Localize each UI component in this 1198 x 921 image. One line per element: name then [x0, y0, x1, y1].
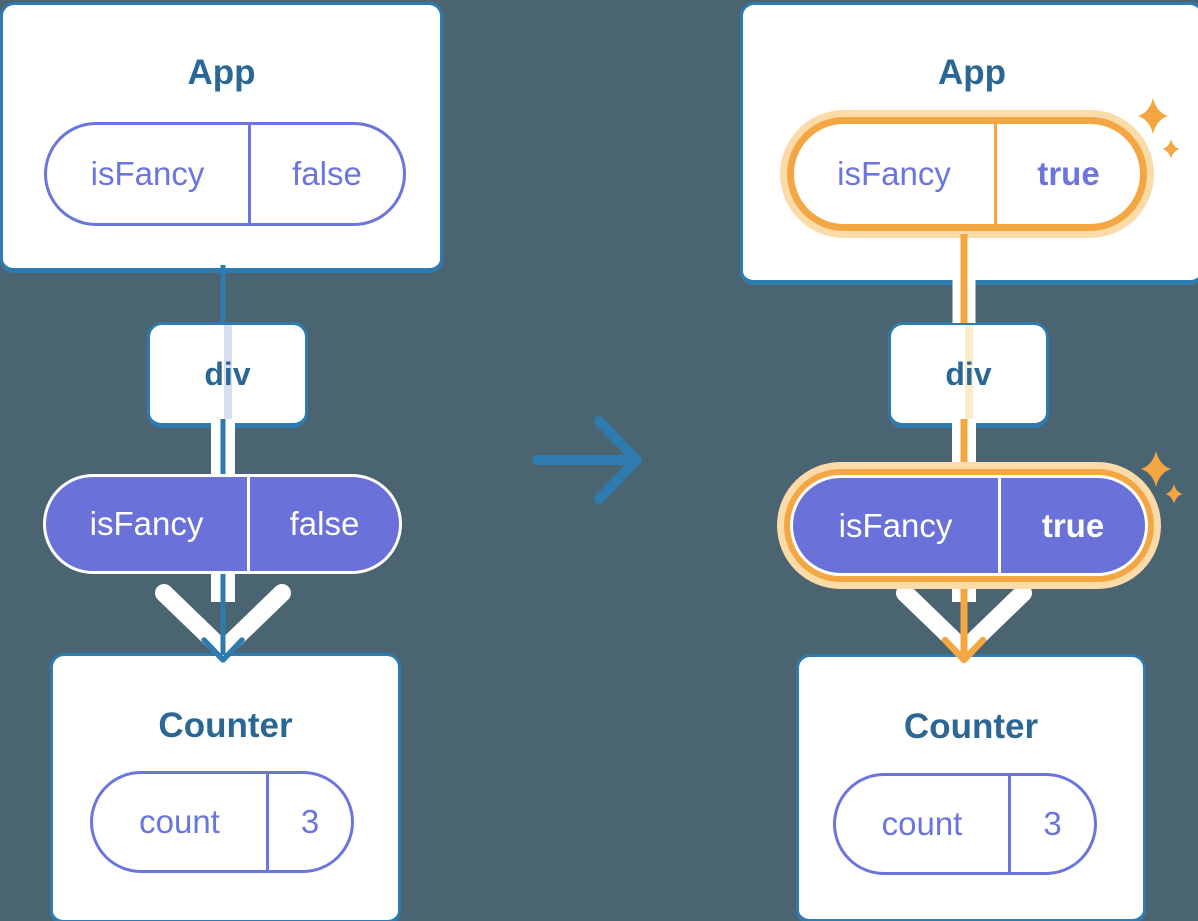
- prop-pill-isfancy-highlighted: isFancy true: [790, 475, 1148, 576]
- prop-value: false: [289, 505, 360, 542]
- pill-divider: [266, 774, 269, 870]
- div-node-card: div: [888, 322, 1049, 428]
- sparkle-icon: [1165, 484, 1183, 504]
- div-node-card: div: [147, 322, 308, 428]
- prop-name: isFancy: [838, 506, 953, 544]
- prop-name: isFancy: [89, 505, 204, 542]
- state-name: count: [139, 803, 220, 840]
- state-pill-count: count 3: [833, 773, 1097, 875]
- chevron-down-arrow-icon: [155, 584, 291, 659]
- state-name: isFancy: [837, 155, 951, 192]
- component-title: App: [937, 53, 1007, 92]
- state-value: false: [292, 155, 362, 192]
- state-value: 3: [1043, 805, 1062, 842]
- component-title: Counter: [903, 707, 1039, 746]
- prop-value: true: [1041, 506, 1105, 544]
- state-value: 3: [300, 803, 320, 840]
- state-pill-count: count 3: [90, 771, 354, 873]
- sparkle-icon: [1141, 451, 1171, 487]
- prop-pill-isfancy: isFancy false: [43, 474, 402, 574]
- state-value: true: [1037, 155, 1100, 192]
- app-component-card: App isFancy false: [0, 2, 443, 273]
- counter-component-card: Counter count 3: [796, 654, 1146, 921]
- state-name: isFancy: [90, 155, 205, 192]
- chevron-down-arrow-icon: [896, 584, 1032, 659]
- right-tree-connectors: [896, 234, 1032, 664]
- pill-divider: [1008, 776, 1011, 872]
- state-name: count: [881, 805, 963, 842]
- pill-divider: [994, 124, 997, 224]
- app-component-card: App isFancy true: [740, 2, 1198, 285]
- state-pill-isfancy-highlighted: isFancy true: [787, 117, 1147, 231]
- component-title: Counter: [158, 706, 293, 745]
- pill-divider: [248, 125, 251, 223]
- node-title: div: [945, 355, 992, 392]
- counter-component-card: Counter count 3: [50, 653, 401, 921]
- transition-arrow: [532, 416, 642, 504]
- state-pill-isfancy: isFancy false: [44, 122, 406, 226]
- arrowhead-icon: [594, 416, 642, 504]
- sparkles-prop-pill: [1141, 451, 1183, 504]
- pill-divider: [247, 477, 250, 571]
- pill-divider: [998, 478, 1001, 573]
- node-title: div: [204, 355, 251, 392]
- component-title: App: [187, 53, 256, 92]
